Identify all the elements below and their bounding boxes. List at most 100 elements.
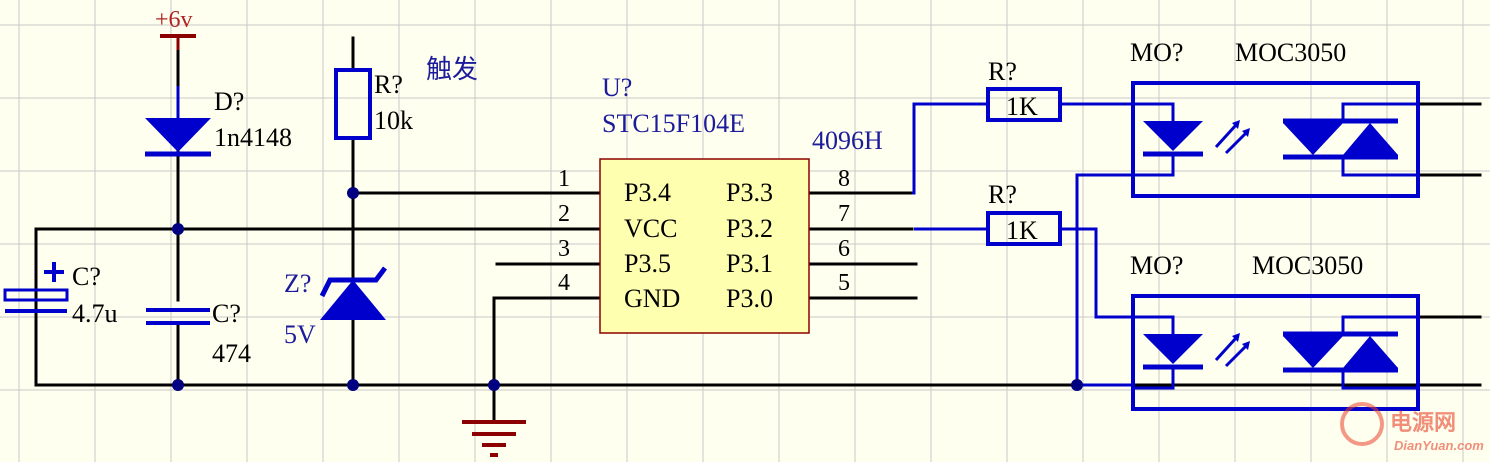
triac-lead-bottom: [1341, 157, 1418, 177]
light-arrow-icon: [1214, 336, 1238, 362]
optocoupler-bottom: MO? MOC3050: [1130, 251, 1420, 411]
zener-triangle-icon: [320, 280, 386, 320]
ic-right-pins: 8 P3.3 7 P3.2 6 P3.1 5 P3.0: [726, 166, 850, 313]
junction-dot: [347, 187, 359, 199]
pin-number: 4: [558, 270, 570, 296]
diode-designator: D?: [214, 87, 244, 116]
led-lead-bottom: [1133, 367, 1175, 390]
triac-triangle-icon: [1343, 336, 1398, 368]
pin-number: 6: [838, 236, 850, 262]
electrolytic-capacitor: C? 4.7u: [3, 262, 118, 328]
vcc-power-port: +6v: [155, 7, 196, 50]
diode-value: 1n4148: [214, 123, 292, 152]
r2-body: [986, 211, 1062, 246]
opto-bottom-designator: MO?: [1130, 251, 1183, 280]
pin-number: 2: [558, 201, 570, 227]
triac-lead-top: [1341, 102, 1418, 121]
ic-part-number: STC15F104E: [602, 109, 745, 138]
zener-designator: Z?: [284, 269, 311, 298]
resistor-body: [334, 68, 372, 140]
resistor-r2: R? 1K: [986, 180, 1062, 246]
pin-name: P3.4: [624, 178, 671, 207]
watermark-brand: 电源网: [1390, 410, 1456, 435]
opto-top-part: MOC3050: [1235, 38, 1346, 67]
opto-bottom-part: MOC3050: [1252, 251, 1363, 280]
led-triangle-icon: [1143, 334, 1203, 364]
zener-bar: [319, 266, 387, 298]
junction-dot: [347, 379, 359, 391]
ic-body: [599, 158, 810, 334]
pin-name: P3.3: [726, 178, 773, 207]
trigger-note: 触发: [426, 55, 478, 84]
note-4096h: 4096H: [812, 126, 883, 155]
triac-triangle-icon: [1283, 123, 1343, 155]
r2-designator: R?: [988, 180, 1017, 209]
pin-number: 5: [838, 270, 850, 296]
triac-triangle-icon: [1283, 336, 1343, 368]
component-wire-net: [176, 86, 1133, 387]
trigger-resistor-designator: R?: [374, 70, 403, 99]
wire-net: [34, 36, 1482, 422]
r1-value: 1K: [1006, 92, 1038, 121]
r1-designator: R?: [988, 57, 1017, 86]
ic-left-pins: 1 P3.4 2 VCC 3 P3.5 4 GND: [558, 166, 680, 313]
trigger-resistor-value: 10k: [374, 106, 413, 135]
trigger-resistor: R? 10k 触发: [334, 55, 478, 140]
pin-name: VCC: [624, 214, 677, 243]
pin-number: 3: [558, 236, 570, 262]
resistor-r1: R? 1K: [986, 57, 1062, 122]
junction-dot: [172, 223, 184, 235]
triac-triangle-icon: [1343, 123, 1398, 155]
zener-diode: Z? 5V: [284, 266, 387, 349]
vcc-power-label: +6v: [155, 7, 193, 33]
wire-opto1-return: [1075, 173, 1133, 385]
opto-top-designator: MO?: [1130, 38, 1183, 67]
light-arrow-head: [1232, 333, 1240, 342]
pin-name: GND: [624, 284, 680, 313]
watermark-url: DianYuan.com: [1394, 438, 1484, 453]
cap-positive-plate: [3, 288, 69, 302]
light-arrow-icon: [1214, 123, 1238, 149]
junction-dot: [1071, 379, 1083, 391]
wire-pin8-to-r1: [912, 102, 988, 195]
mcu-chip: U? STC15F104E 1 P3.4 2 VCC 3 P3.5 4 GND …: [558, 73, 883, 334]
electrolytic-value: 4.7u: [72, 299, 118, 328]
led-lead-top: [1133, 102, 1175, 121]
ceramic-value: 474: [212, 339, 251, 368]
ic-designator: U?: [602, 73, 632, 102]
ceramic-designator: C?: [212, 299, 241, 328]
led-triangle-icon: [1143, 121, 1203, 151]
opto-package: [1131, 294, 1420, 411]
electrolytic-designator: C?: [72, 262, 101, 291]
zener-value: 5V: [284, 320, 316, 349]
pin-name: P3.0: [726, 284, 773, 313]
diode-symbol: D? 1n4148: [145, 87, 292, 157]
light-arrow-head: [1242, 128, 1250, 137]
led-lead-bottom: [1133, 154, 1175, 177]
opto-package: [1131, 81, 1420, 198]
diode-triangle-icon: [145, 118, 211, 152]
optocoupler-top: MO? MOC3050: [1130, 38, 1420, 198]
pin-number: 8: [838, 166, 850, 192]
junction-dots: [172, 187, 1083, 391]
watermark-logo-icon: [1340, 402, 1384, 446]
triac-lead-top: [1341, 315, 1418, 334]
pin-number: 7: [838, 201, 850, 227]
light-arrow-head: [1232, 120, 1240, 129]
ceramic-capacitor: C? 474: [146, 299, 251, 368]
junction-dot: [488, 379, 500, 391]
pin-number: 1: [558, 166, 570, 192]
led-lead-top: [1133, 315, 1175, 334]
pin-name: P3.5: [624, 249, 671, 278]
triac-lead-bottom: [1341, 370, 1418, 390]
junction-dot: [172, 379, 184, 391]
light-arrow-icon: [1224, 344, 1248, 368]
pin-name: P3.2: [726, 214, 773, 243]
r2-value: 1K: [1006, 216, 1038, 245]
light-arrow-head: [1242, 341, 1250, 350]
light-arrow-icon: [1224, 131, 1248, 155]
r1-body: [986, 87, 1062, 122]
pin-name: P3.1: [726, 249, 773, 278]
ground-icon: [462, 420, 526, 457]
